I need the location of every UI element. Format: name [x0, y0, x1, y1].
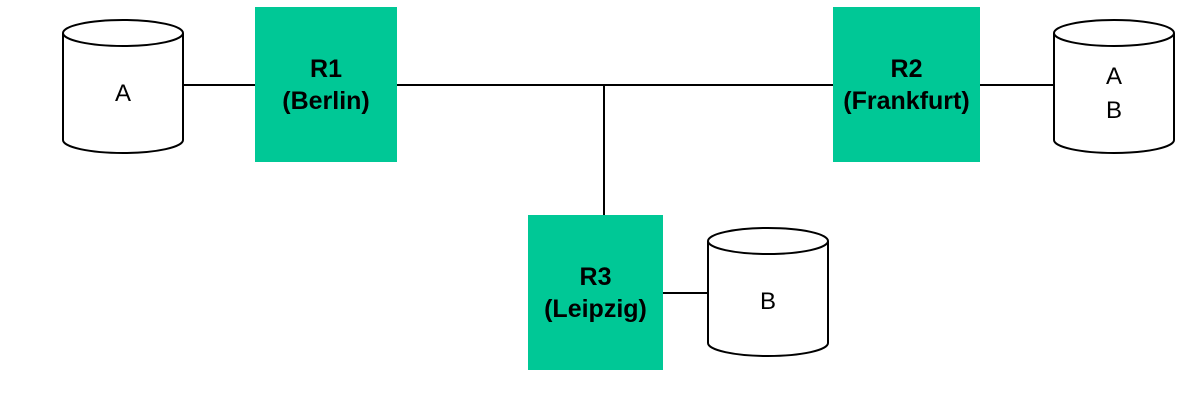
router-r2: R2 (Frankfurt) [833, 7, 980, 162]
database-cylinder-icon [62, 19, 184, 154]
router-r2-location: (Frankfurt) [843, 86, 970, 115]
database-b-label: B [759, 288, 776, 315]
database-ab: A B [1054, 46, 1174, 142]
database-cylinder-icon [1053, 19, 1175, 154]
router-r3-name: R3 [579, 262, 612, 291]
router-r1-location: (Berlin) [282, 86, 370, 115]
database-a: A [63, 46, 183, 142]
router-r2-box [833, 7, 980, 162]
router-r3-box [528, 215, 663, 370]
database-cylinder-icon [707, 227, 829, 357]
database-a-label: A [114, 80, 131, 107]
database-b: B [708, 254, 828, 350]
router-r1-name: R1 [310, 54, 342, 83]
database-ab-label-2: B [1105, 97, 1122, 124]
router-r3: R3 (Leipzig) [528, 215, 663, 370]
router-r2-name: R2 [890, 54, 923, 83]
database-ab-label-1: A [1105, 63, 1122, 90]
router-r1: R1 (Berlin) [255, 7, 397, 162]
router-r1-box [255, 7, 397, 162]
router-r3-location: (Leipzig) [544, 294, 647, 323]
